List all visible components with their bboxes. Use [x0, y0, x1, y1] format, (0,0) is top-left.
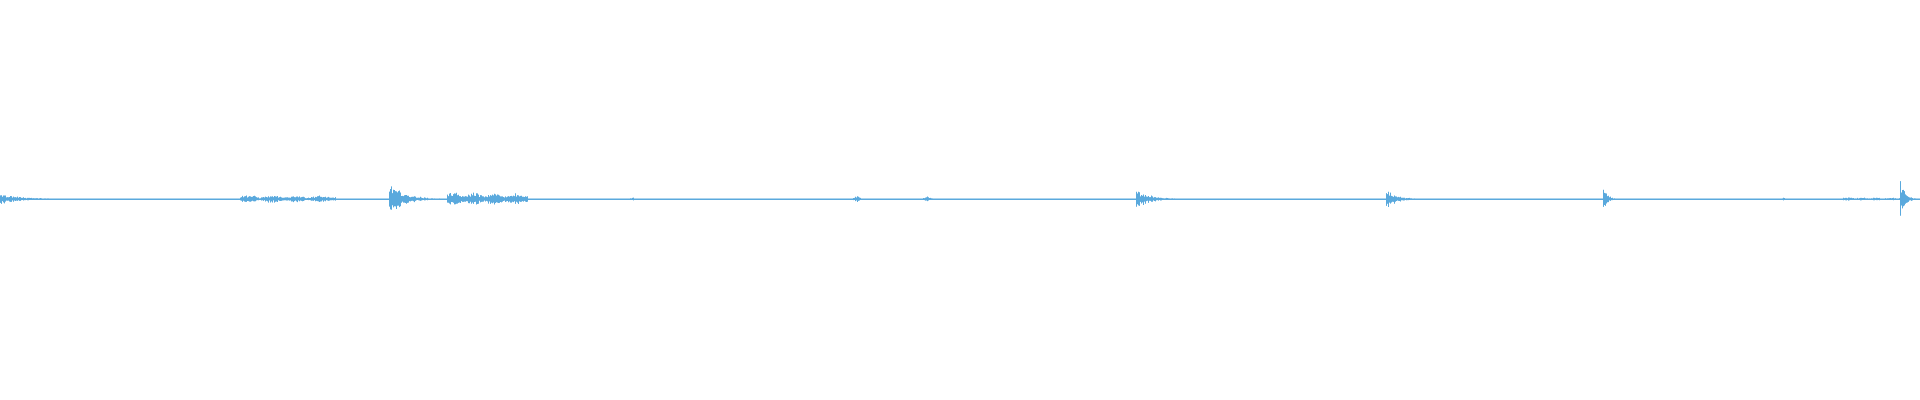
waveform-path	[0, 181, 1920, 216]
waveform-samples	[0, 181, 1920, 216]
